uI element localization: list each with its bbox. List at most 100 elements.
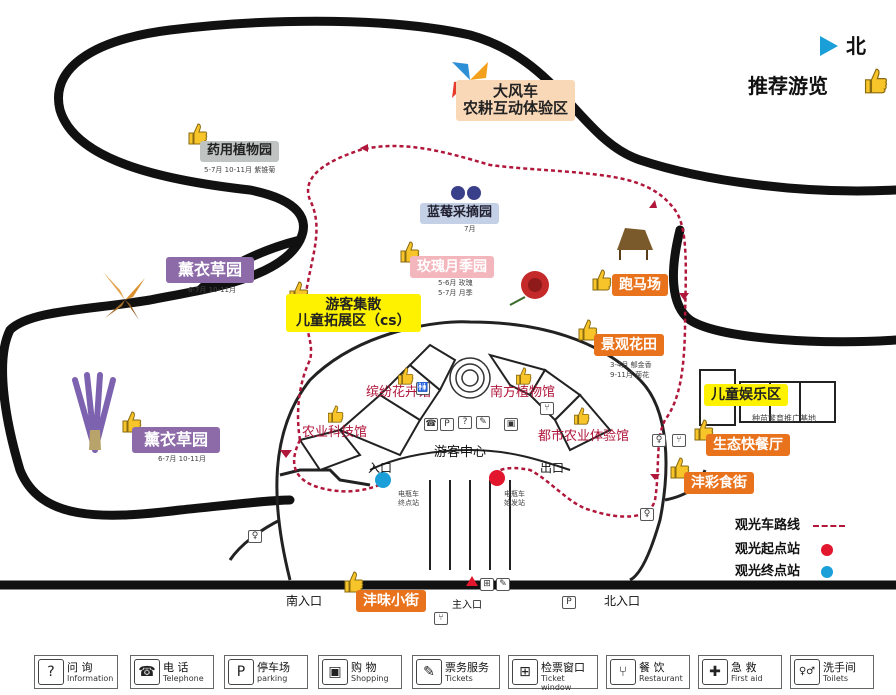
service-shopping-zh: 购 物 xyxy=(351,661,377,674)
restaurant-icon-2: ⑂ xyxy=(672,434,686,447)
blueberry-note: 7月 xyxy=(464,225,476,233)
south-entrance-label: 南入口 xyxy=(286,594,323,608)
north-label: 北 xyxy=(846,34,866,58)
service-first-aid-en: First aid xyxy=(731,674,763,683)
service-telephone-en: Telephone xyxy=(163,674,204,683)
entry-label: 入口 xyxy=(368,461,393,475)
main-entrance-marker xyxy=(466,576,478,586)
service-info-en: Information xyxy=(67,674,114,683)
south-plant-hall-label: 南方植物馆 xyxy=(490,385,556,400)
flower-field-tag: 景观花田 xyxy=(594,334,664,357)
restroom-icon: ♀ xyxy=(652,434,666,447)
ticket-window-icon: ⊞ xyxy=(512,659,538,685)
flower-field-note-2: 9-11月 菊花 xyxy=(610,371,650,379)
restroom-icon-3: ♀ xyxy=(248,530,262,543)
parking-icon: P xyxy=(228,659,254,685)
rose-garden-tag: 玫瑰月季园 xyxy=(410,256,494,279)
flower-field-note-1: 3-4月 郁金香 xyxy=(610,361,652,369)
legend-end-dot xyxy=(820,565,833,578)
service-parking-en: parking xyxy=(257,674,288,683)
ticket-window-icon: ⊞ xyxy=(480,578,494,591)
lavender-bottom-note: 6-7月 10-11月 xyxy=(158,455,206,463)
service-restaurant-zh: 餐 饮 xyxy=(639,661,665,674)
service-toilets-en: Toilets xyxy=(823,674,849,683)
service-tickets: ✎ 票务服务 Tickets xyxy=(412,655,500,689)
start-station-dot xyxy=(489,470,505,486)
ticket-icon: ✎ xyxy=(476,416,490,429)
rose-note-1: 5-6月 玫瑰 xyxy=(438,279,473,287)
start-station-label: 电瓶车始发站 xyxy=(504,490,525,508)
windmill-line1: 大风车 xyxy=(493,82,539,100)
shopping-icon: ▣ xyxy=(322,659,348,685)
legend-route-swatch xyxy=(812,524,845,527)
service-first-aid: ✚ 急 救 First aid xyxy=(698,655,782,689)
service-shopping: ▣ 购 物 Shopping xyxy=(318,655,402,689)
service-restaurant-en: Restaurant xyxy=(639,674,683,683)
toilet-icon: 🚻 xyxy=(416,382,430,395)
herb-garden-tag: 药用植物园 xyxy=(200,141,280,162)
rose-note-2: 5-7月 月季 xyxy=(438,289,473,297)
nursery-label: 种苗繁育推广基地 xyxy=(752,414,816,423)
blueberry-tag: 蓝莓采摘园 xyxy=(420,203,500,224)
info-icon: ? xyxy=(458,416,472,429)
thumbs-up-icon xyxy=(344,571,364,593)
herb-garden-note: 5-7月 10-11月 紫锥菊 xyxy=(204,166,276,174)
horse-icon xyxy=(617,228,653,260)
service-telephone: ☎ 电 话 Telephone xyxy=(130,655,214,689)
blueberry-icon xyxy=(451,186,481,200)
telephone-icon: ☎ xyxy=(134,659,160,685)
legend-route: 观光车路线 xyxy=(735,514,845,533)
end-station-dot xyxy=(375,472,391,488)
thumbs-up-icon xyxy=(516,367,532,385)
service-parking: P 停车场 parking xyxy=(224,655,308,689)
flavor-street-tag: 沣味小街 xyxy=(356,590,426,613)
end-station-line2: 终点站 xyxy=(398,498,419,507)
park-roads xyxy=(0,16,896,590)
legend-start-label: 观光起点站 xyxy=(735,542,801,557)
start-station-line2: 始发站 xyxy=(504,498,525,507)
lavender-bottom-tag: 薰衣草园 xyxy=(132,427,221,454)
service-tickets-en: Tickets xyxy=(445,674,473,683)
restaurant-icon: ⑂ xyxy=(610,659,636,685)
recommend-title: 推荐游览 xyxy=(748,74,828,98)
service-ticket-window-en: Ticket window xyxy=(541,674,572,692)
ticket-icon: ✎ xyxy=(416,659,442,685)
service-info-zh: 问 询 xyxy=(67,661,93,674)
lavender-top-note: 6-7月 10-11月 xyxy=(188,286,236,294)
visitor-center-outline xyxy=(369,448,571,570)
legend-end-label: 观光终点站 xyxy=(735,564,801,579)
agri-tech-hall-label: 农业科技馆 xyxy=(302,425,368,440)
exit-label: 出口 xyxy=(540,461,565,475)
restaurant-icon: ⑂ xyxy=(540,402,554,415)
parking-icon-2: P xyxy=(562,596,576,609)
phone-icon: ☎ xyxy=(424,418,438,431)
butterfly-icon xyxy=(103,272,145,320)
lavender-top-tag: 薰衣草园 xyxy=(166,257,255,284)
urban-agri-hall-label: 都市农业体验馆 xyxy=(538,429,630,444)
thumbs-up-icon xyxy=(398,367,414,385)
ticket-icon-2: ✎ xyxy=(496,578,510,591)
rose-icon xyxy=(509,271,549,306)
service-legend-bar: ? 问 询 Information ☎ 电 话 Telephone P 停车场 … xyxy=(0,649,896,695)
service-ticket-window-zh: 检票窗口 xyxy=(541,661,585,674)
service-tickets-zh: 票务服务 xyxy=(445,661,489,674)
legend-route-label: 观光车路线 xyxy=(735,518,801,533)
route-arrows xyxy=(280,144,689,480)
parking-icon: P xyxy=(440,418,454,431)
thumbs-up-icon xyxy=(574,407,590,425)
main-entrance-label: 主入口 xyxy=(452,600,482,611)
restroom-icon-2: ♀ xyxy=(640,508,654,521)
legend-start-dot xyxy=(820,543,833,556)
north-entrance-label: 北入口 xyxy=(604,594,641,608)
thumbs-up-icon xyxy=(592,269,612,291)
pavilion-halls xyxy=(298,343,612,472)
visitor-center-label: 游客中心 xyxy=(434,445,487,460)
legend-end: 观光终点站 xyxy=(735,560,833,579)
gathering-tag: 游客集散 儿童拓展区（cs） xyxy=(286,294,421,333)
food-street-tag: 沣彩食街 xyxy=(684,472,754,495)
service-toilets-zh: 洗手间 xyxy=(823,661,856,674)
thumbs-up-icon xyxy=(328,405,344,423)
tour-route xyxy=(292,144,688,518)
